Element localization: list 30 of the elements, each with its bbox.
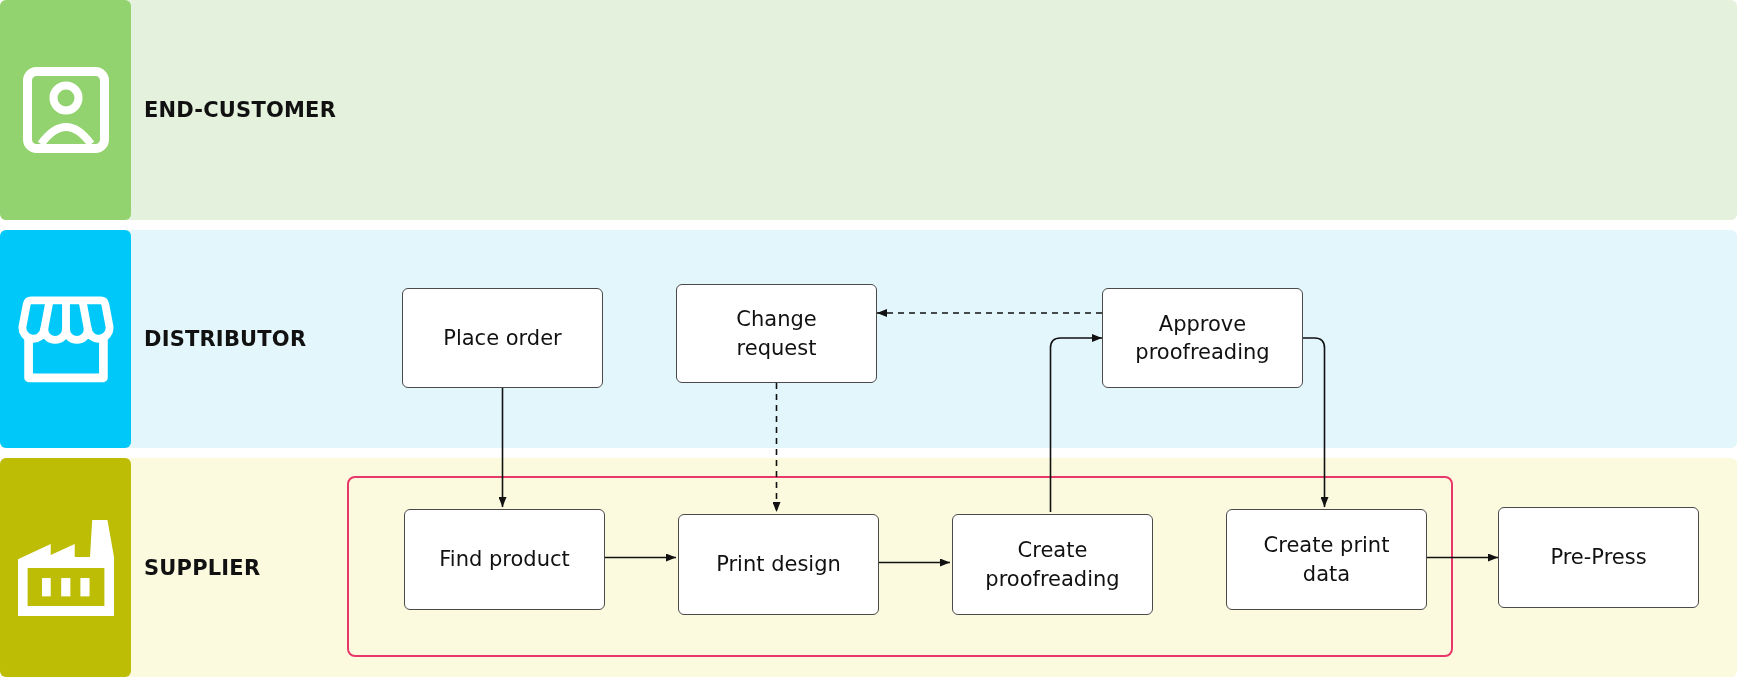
step-label: Print design	[716, 551, 841, 579]
arrow	[1049, 334, 1103, 513]
lane-label: SUPPLIER	[144, 555, 261, 580]
swimlane	[0, 458, 1737, 677]
step-label: Place order	[443, 324, 562, 352]
swimlane	[0, 0, 1737, 220]
arrow	[602, 553, 677, 562]
lane-label: END-CUSTOMER	[144, 98, 337, 122]
process-box	[404, 509, 605, 610]
process-box	[678, 514, 879, 615]
arrow	[1424, 553, 1499, 562]
step-label: Approve proofreading	[1134, 310, 1271, 366]
group-frame	[347, 476, 1453, 657]
process-box	[952, 514, 1153, 615]
step-label: Pre-Press	[1550, 544, 1647, 572]
step-label: Change request	[735, 306, 818, 362]
process-box	[1102, 288, 1303, 388]
process-box	[1498, 507, 1699, 608]
step-label: Find product	[439, 546, 570, 574]
step-label: Create proofreading	[984, 537, 1121, 593]
process-box	[1226, 509, 1427, 610]
step-label: Create print data	[1262, 532, 1391, 588]
process-box	[402, 288, 603, 388]
dashed-arrow	[876, 309, 1103, 317]
dashed-arrow	[772, 382, 781, 513]
arrow	[876, 558, 951, 567]
lane-label: DISTRIBUTOR	[144, 327, 307, 351]
swimlane	[0, 230, 1737, 448]
arrow	[498, 387, 507, 508]
process-box	[676, 284, 877, 383]
